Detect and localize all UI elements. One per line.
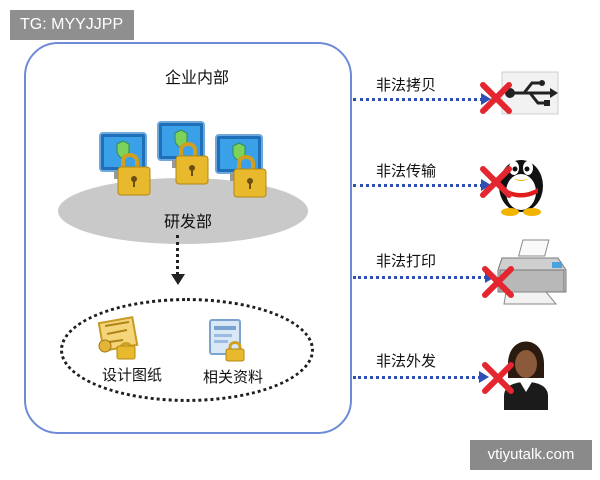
locked-computer-icon — [99, 132, 151, 196]
forbid-x-icon — [482, 362, 514, 394]
watermark-top: TG: MYYJJPP — [10, 10, 134, 40]
threat-label-copy: 非法拷贝 — [376, 76, 437, 94]
forbid-x-icon — [482, 266, 514, 298]
person-icon — [504, 341, 548, 410]
locked-computer-icon — [157, 121, 209, 185]
forbid-x-icon — [480, 82, 512, 114]
enterprise-title: 企业内部 — [164, 68, 229, 87]
locked-computer-icon — [215, 134, 267, 198]
forbid-x-icon — [480, 166, 512, 198]
dept-to-documents-arrow — [171, 235, 185, 285]
threat-arrow-copy — [353, 93, 491, 105]
documents-group — [60, 298, 314, 402]
threat-arrow-send — [353, 371, 489, 383]
threat-arrow-transfer — [353, 179, 491, 191]
department-label: 研发部 — [163, 212, 212, 231]
threat-label-send: 非法外发 — [376, 352, 437, 370]
blueprint-scroll-icon — [97, 316, 139, 360]
printer-icon — [497, 239, 567, 305]
document-label: 设计图纸 — [101, 366, 162, 384]
threat-label-transfer: 非法传输 — [376, 162, 437, 180]
enterprise-boundary — [24, 42, 352, 434]
threat-arrow-print — [353, 271, 495, 283]
threat-label-print: 非法打印 — [376, 252, 437, 270]
watermark-bottom: vtiyutalk.com — [470, 440, 592, 470]
qq-penguin-icon — [499, 160, 543, 216]
document-label: 相关资料 — [202, 368, 263, 386]
locked-file-folder-icon — [209, 319, 245, 362]
